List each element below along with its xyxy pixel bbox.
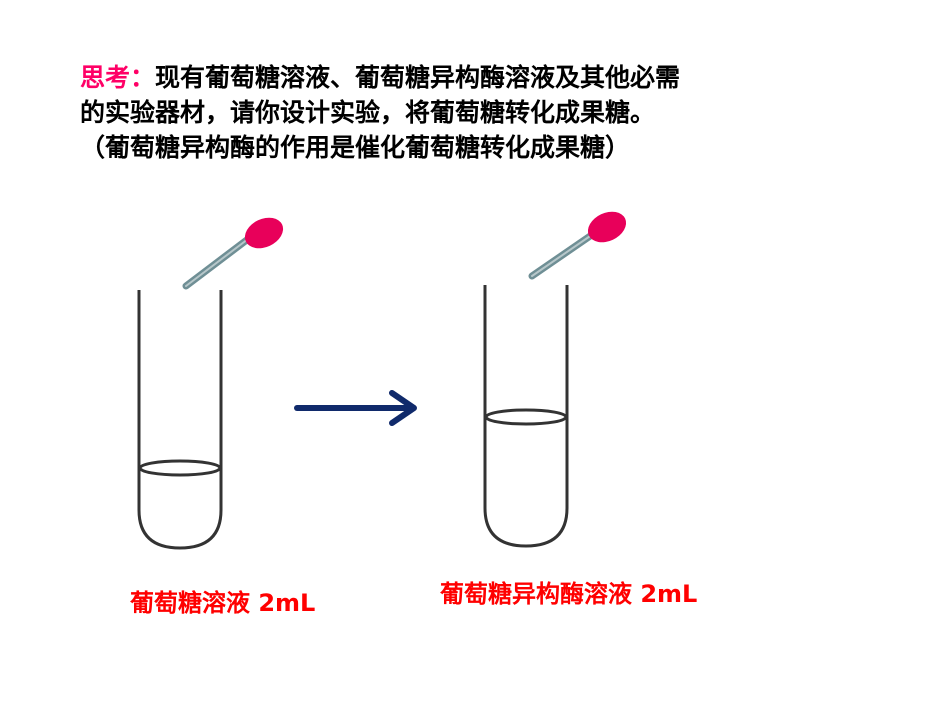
test-tube-icon-right — [483, 285, 569, 548]
question-line-3: （葡萄糖异构酶的作用是催化葡萄糖转化成果糖） — [80, 133, 631, 162]
question-text: 思考：现有葡萄糖溶液、葡萄糖异构酶溶液及其他必需 的实验器材，请你设计实验，将葡… — [80, 60, 920, 165]
liquid-surface-left — [138, 459, 222, 477]
question-line-1: 思考：现有葡萄糖溶液、葡萄糖异构酶溶液及其他必需 — [80, 63, 681, 92]
liquid-surface-right — [484, 408, 568, 426]
question-line-2: 的实验器材，请你设计实验，将葡萄糖转化成果糖。 — [80, 98, 656, 127]
dropper-icon-right — [528, 211, 627, 280]
caption-isomerase-solution: 葡萄糖异构酶溶液 2mL — [440, 580, 698, 608]
test-tube-icon-left — [137, 290, 223, 550]
question-label: 思考： — [80, 63, 156, 92]
caption-glucose-solution: 葡萄糖溶液 2mL — [130, 589, 316, 617]
dropper-icon-left — [182, 217, 284, 290]
arrow-right-icon — [294, 390, 417, 426]
